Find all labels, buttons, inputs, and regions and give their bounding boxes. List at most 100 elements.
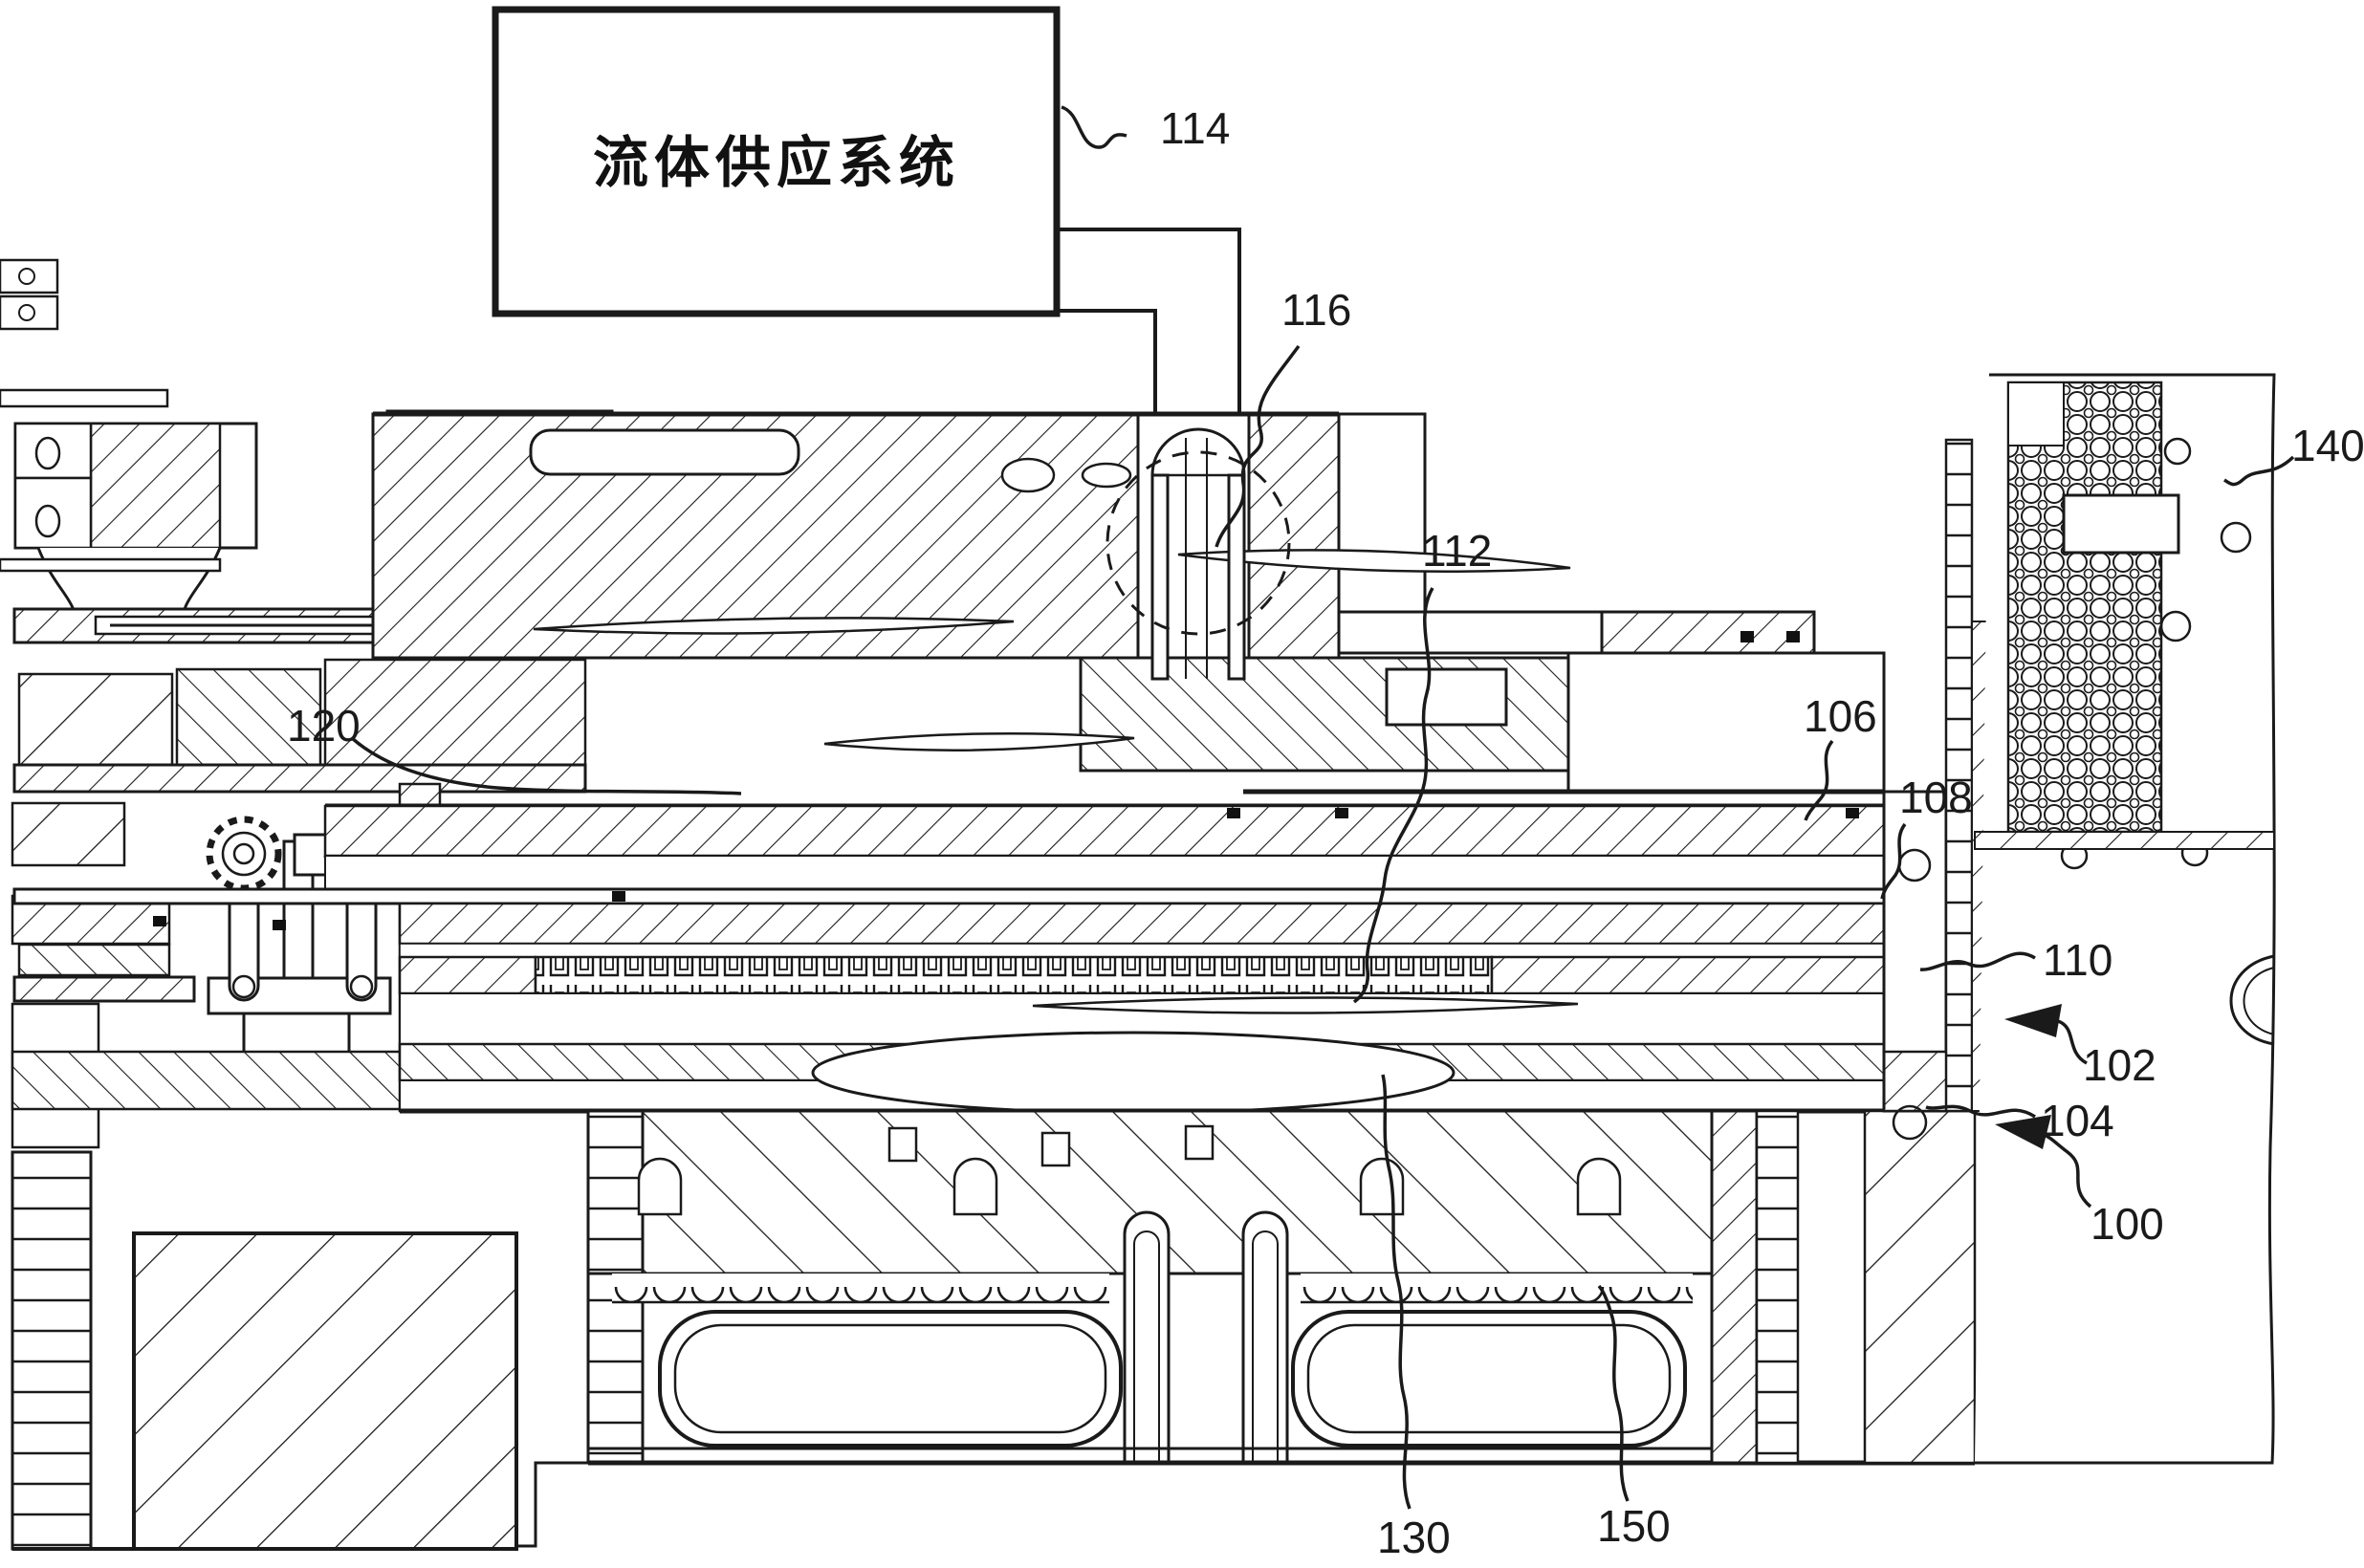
annotations <box>350 105 2295 1510</box>
left-block <box>175 667 322 767</box>
leaf-seal <box>1177 549 1571 574</box>
magnet-track-left <box>658 1310 1123 1448</box>
bolt-hole <box>34 436 61 470</box>
plate-hatched-upper <box>323 804 1977 858</box>
inlet-dome <box>1150 427 1246 476</box>
arrowhead-100 <box>1995 1115 2051 1149</box>
ref-label-112: 112 <box>1422 526 1492 576</box>
leader-104 <box>1925 1104 2036 1119</box>
leader-116 <box>1215 344 1301 548</box>
chamber-right-wall <box>1710 1109 1759 1465</box>
left-rail <box>12 975 196 1003</box>
thin-film-wisp <box>1032 996 1579 1014</box>
left-top-rail <box>0 388 169 408</box>
bottom-chamber <box>586 1109 1977 1466</box>
left-block <box>323 658 587 767</box>
ref-label-108: 108 <box>1899 773 1973 822</box>
leader-102 <box>2057 1019 2088 1065</box>
square-port <box>887 1126 918 1163</box>
square-port <box>1040 1131 1071 1167</box>
tab-hole <box>18 304 35 321</box>
large-ellipse-region <box>811 1031 1456 1115</box>
reference-numerals: 114 116 112 120 106 108 110 102 104 100 … <box>287 103 2364 1562</box>
ref-label-116: 116 <box>1281 285 1351 335</box>
leader-150 <box>1597 1284 1630 1502</box>
panel-edge-arc <box>2229 954 2275 1046</box>
top-structure <box>371 411 1886 1109</box>
inlet-tube-wall <box>1150 473 1170 681</box>
inlet-flange <box>1081 462 1132 489</box>
long-rail <box>12 887 1977 905</box>
coil-ball-block <box>2006 381 2163 834</box>
upper-rail-hatched <box>1600 610 1816 655</box>
left-edge-tab <box>0 258 59 294</box>
right-lower-column <box>1863 1109 1977 1465</box>
leader-130 <box>1381 1074 1412 1510</box>
tab-hole <box>18 268 35 285</box>
center-post <box>1241 1210 1289 1463</box>
sprocket-wheel <box>206 816 282 892</box>
ref-label-102: 102 <box>2083 1040 2156 1090</box>
coil-scallop-row <box>612 1274 1109 1302</box>
lower-rail-band <box>12 763 587 794</box>
ref-label-100: 100 <box>2090 1199 2164 1249</box>
leader-108 <box>1880 822 1907 900</box>
tier-port-hole <box>1000 457 1056 493</box>
plate-white <box>324 855 1976 890</box>
crank-pivot <box>349 974 374 999</box>
left-block <box>11 801 126 867</box>
coil-scallop-row <box>1301 1274 1693 1302</box>
detail-circle-116 <box>1105 450 1291 636</box>
panel-band <box>1974 831 2275 850</box>
leader-106 <box>1804 739 1834 821</box>
wall-hole <box>1892 1104 1928 1141</box>
bottom-left-base-block <box>132 1231 518 1551</box>
ref-label-110: 110 <box>2043 935 2112 985</box>
upper-rail-white <box>1337 610 1604 655</box>
leader-112 <box>1352 587 1434 1004</box>
leader-110 <box>1919 951 2036 971</box>
base-step <box>516 1461 588 1548</box>
ref-label-114: 114 <box>1160 103 1230 153</box>
left-edge-tab <box>0 294 59 331</box>
column-cap-left <box>13 422 258 628</box>
panel-notch <box>2007 381 2065 446</box>
bolts <box>153 631 1859 930</box>
plate-stack <box>12 782 1977 1115</box>
bottom-left-ladder-column <box>11 1150 93 1551</box>
chamber-top-block <box>641 1109 1714 1275</box>
ref-label-150: 150 <box>1597 1501 1671 1551</box>
panel-slot <box>2062 493 2180 555</box>
supply-pipe <box>1057 228 1241 414</box>
leaf-seal <box>533 617 1015 635</box>
ref-label-140: 140 <box>2291 421 2364 470</box>
left-block <box>17 943 171 977</box>
panel-hole <box>2163 437 2192 466</box>
right-ladder-strip-lower <box>1755 1109 1800 1465</box>
inlet-tube-wall <box>1227 473 1246 681</box>
leaf-seal <box>823 731 1135 751</box>
leader-100 <box>2042 1132 2092 1209</box>
carrier-window <box>1385 667 1508 727</box>
center-post <box>1123 1210 1171 1463</box>
fluid-supply-box <box>492 6 1061 317</box>
magnet-track-right <box>1291 1310 1687 1448</box>
panel-hole <box>2159 610 2192 642</box>
leader-140 <box>2223 455 2295 487</box>
plate-hatched-mid <box>398 902 1977 946</box>
block-106 <box>1566 651 1886 794</box>
top-tier-right <box>1247 412 1341 660</box>
crank-pivot <box>231 974 256 999</box>
leader-120 <box>350 736 742 795</box>
ref-label-120: 120 <box>287 701 361 751</box>
fluid-supply-system: 流体供应系统 <box>492 6 1241 414</box>
bolt-hole <box>34 504 61 538</box>
ref-label-130: 130 <box>1377 1513 1451 1562</box>
supply-pipe <box>1057 309 1157 414</box>
bellows-ladder-strip <box>1944 438 1974 1113</box>
tier-rail-slot <box>529 428 800 476</box>
square-port <box>1184 1124 1215 1161</box>
leader-114 <box>1061 105 1127 149</box>
thin-rail <box>0 557 222 573</box>
